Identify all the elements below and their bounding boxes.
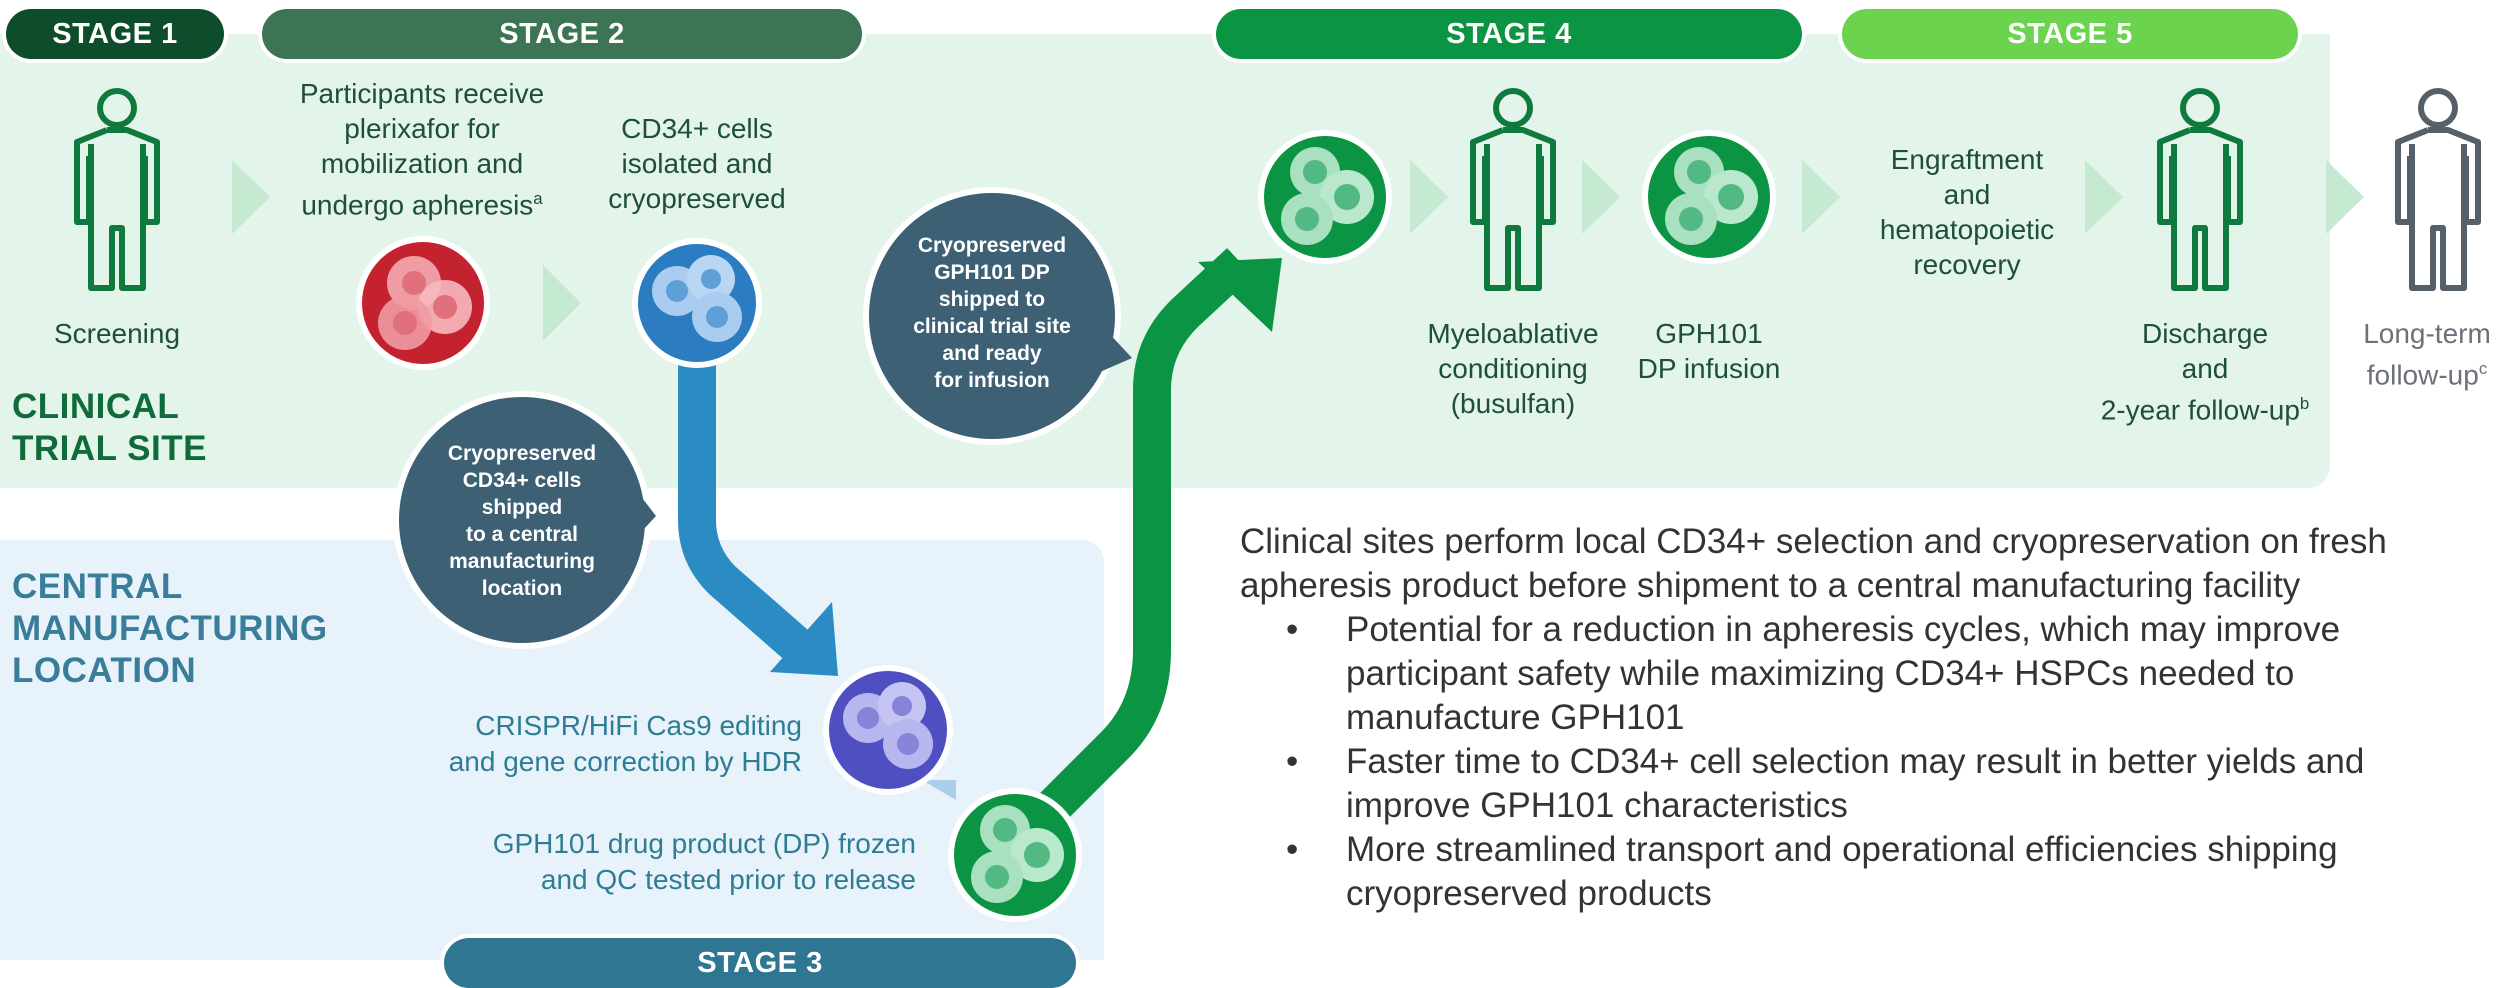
summary-block: Clinical sites perform local CD34+ selec… [1240,520,2440,916]
step-conditioning: Myeloablative conditioning (busulfan) [1427,318,1599,419]
summary-bullet: More streamlined transport and operation… [1286,828,2440,916]
chevron-arrow-icon [2085,160,2123,234]
flow-arrow-icon [678,320,815,665]
step-long-term: Long-term follow-upc [2363,318,2491,391]
summary-bullets: Potential for a reduction in apheresis c… [1240,608,2440,916]
clinical-site-label: CLINICAL TRIAL SITE [12,387,207,468]
step-mobilization: Participants receive plerixafor for mobi… [299,78,545,221]
stage-4-pill: STAGE 4 [1216,9,1802,59]
bubble-shipped-clinical [863,187,1132,445]
cell-cluster-icon [823,665,953,795]
chevron-arrow-icon [1582,160,1620,234]
cell-cluster-icon [1642,130,1776,264]
step-cd34-isolation: CD34+ cells isolated and cryopreserved [608,113,786,214]
step-engraftment: Engraftment and hematopoietic recovery [1879,144,2055,280]
step-editing: CRISPR/HiFi Cas9 editing and gene correc… [448,710,802,777]
stage-1-pill: STAGE 1 [6,9,224,59]
bubble-shipped-clinical-text: Cryopreserved GPH101 DP shipped to clini… [913,234,1071,392]
cell-cluster-icon [1258,130,1392,264]
stage-5-pill: STAGE 5 [1842,9,2298,59]
chevron-arrow-icon [1802,160,1840,234]
step-drug-product: GPH101 drug product (DP) frozen and QC t… [492,828,916,895]
chevron-arrow-icon [2326,160,2364,234]
step-screening: Screening [53,318,181,349]
bubble-shipped-central [393,391,656,649]
stage-3-pill: STAGE 3 [444,938,1076,988]
step-infusion: GPH101 DP infusion [1637,318,1781,384]
flow-arrow-icon [1016,248,1253,844]
stage-2-pill: STAGE 2 [262,9,862,59]
chevron-arrow-icon [232,160,270,234]
cell-cluster-icon [948,788,1082,922]
bubble-shipped-central-text: Cryopreserved CD34+ cells shipped to a c… [447,442,597,600]
chevron-arrow-icon [1410,160,1448,234]
central-manufacturing-label: CENTRAL MANUFACTURING LOCATION [12,567,328,690]
summary-bullet: Faster time to CD34+ cell selection may … [1286,740,2440,828]
summary-bullet: Potential for a reduction in apheresis c… [1286,608,2440,740]
cell-cluster-icon [632,238,762,368]
step-discharge: Discharge and 2-year follow-upb [2100,318,2310,426]
chevron-arrow-icon [543,265,581,341]
summary-intro: Clinical sites perform local CD34+ selec… [1240,522,2387,605]
cell-cluster-icon [356,236,490,370]
